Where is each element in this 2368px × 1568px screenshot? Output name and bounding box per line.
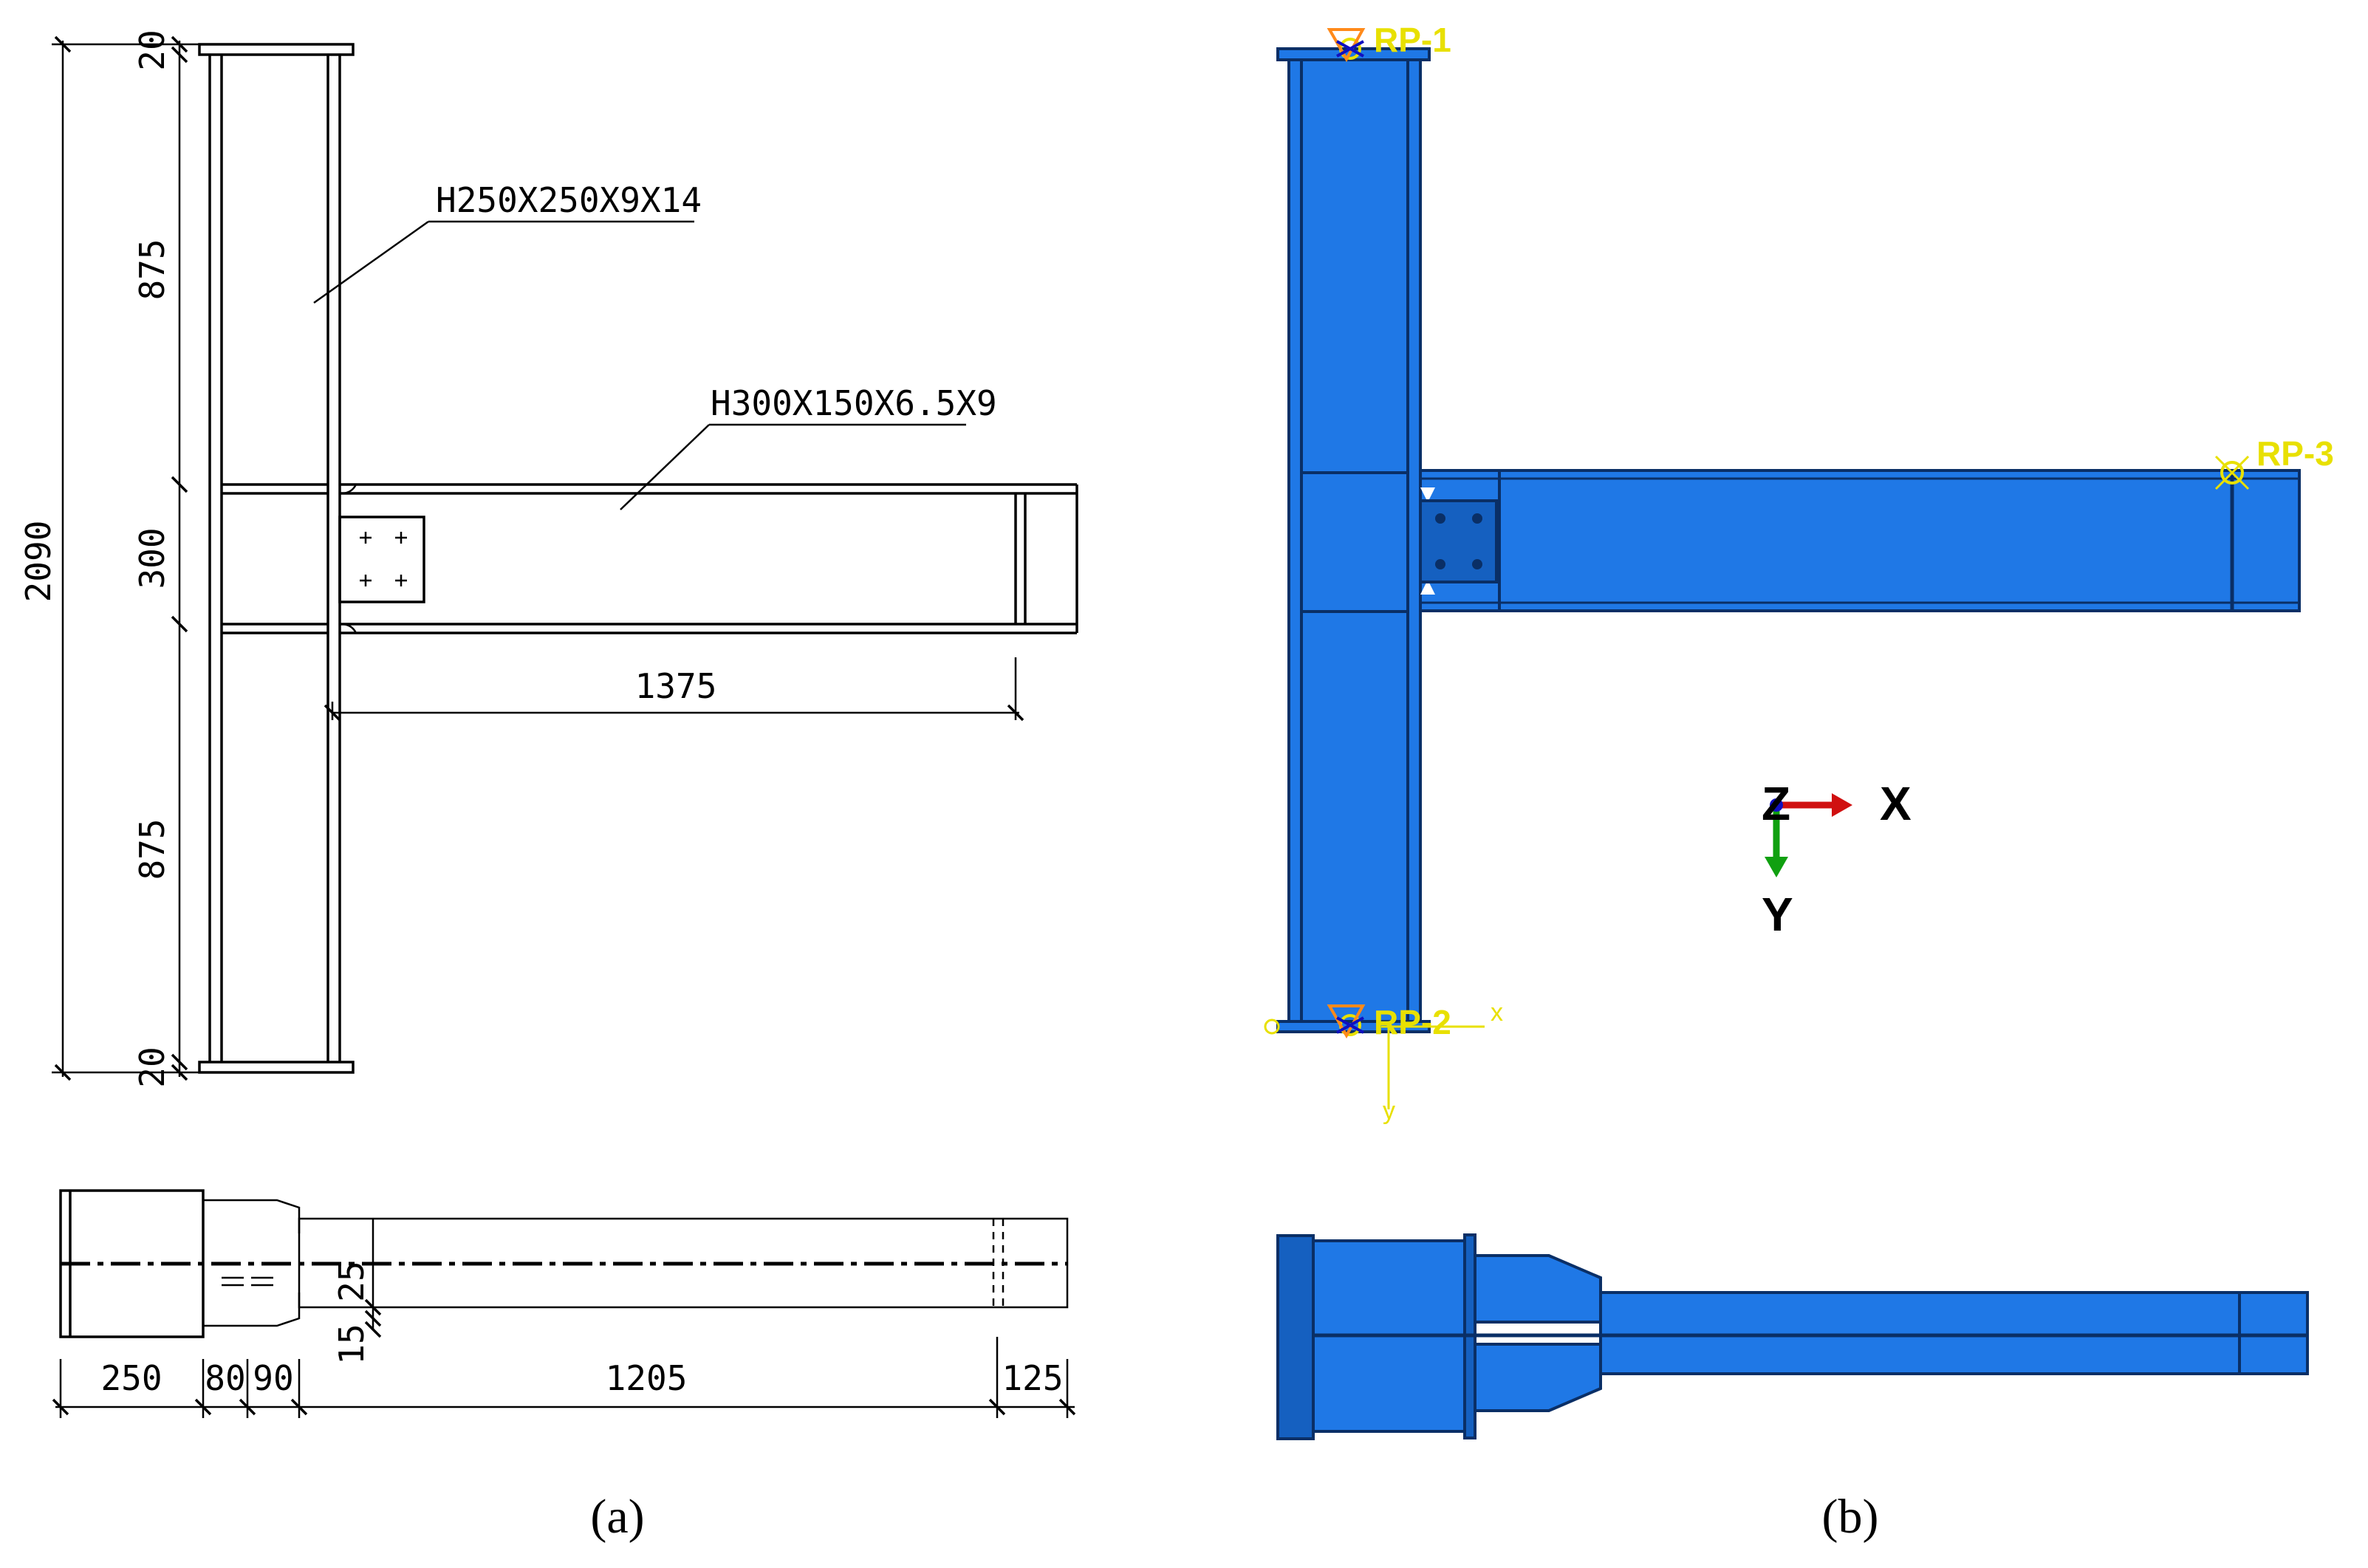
side-hidden-lines — [222, 1276, 281, 1287]
dim-bottom-plate: 20 — [132, 1047, 172, 1087]
dim-b6: 25 — [332, 1261, 372, 1301]
dim-top-plate: 20 — [132, 30, 172, 70]
column-leader — [313, 220, 429, 304]
dim-beam-depth: 300 — [132, 527, 172, 589]
axis-triad: Z X Y — [1762, 777, 1912, 941]
fe-side-connection-bottom — [1474, 1343, 1602, 1412]
fe-side-connection-top — [1474, 1254, 1602, 1324]
beam-leader — [620, 424, 710, 510]
dim-total-text: 2090 — [18, 521, 58, 603]
dim-bottom-ticks — [52, 1398, 1076, 1416]
rp3-marker: RP-3 — [2214, 434, 2334, 490]
dim-beam-length: 1375 — [635, 666, 717, 706]
dim-lower: 875 — [132, 818, 172, 880]
rp2-label: RP-2 — [1374, 1003, 1451, 1041]
axis-z-label: Z — [1762, 777, 1790, 830]
dim-b5: 125 — [1002, 1358, 1063, 1398]
dim-ticks-left — [54, 35, 188, 1081]
axis-x-label: X — [1880, 777, 1912, 830]
column-bottom-plate — [198, 1061, 355, 1074]
fe-side-beam — [1599, 1291, 2241, 1375]
caption-a: (a) — [590, 1490, 644, 1544]
dim-beam-ticks — [324, 704, 1024, 722]
fe-shear-tab — [1419, 499, 1498, 583]
dim-b7: 15 — [332, 1324, 372, 1364]
dim-bottom-ext — [59, 1337, 1069, 1418]
beam-section-label: H300X150X6.5X9 — [711, 383, 997, 423]
column-section-label: H250X250X9X14 — [436, 180, 702, 220]
column-top-plate — [198, 43, 355, 56]
rp1-label: RP-1 — [1374, 21, 1451, 59]
rp2-y-label: y — [1383, 1097, 1395, 1125]
rp3-label: RP-3 — [2256, 434, 2334, 473]
beam-cope-top — [341, 484, 357, 495]
axis-y-label: Y — [1762, 888, 1793, 941]
fe-column — [1287, 58, 1422, 1023]
dim-b2: 80 — [205, 1358, 245, 1398]
dim-b1: 250 — [100, 1358, 162, 1398]
dim-small-ticks — [364, 1298, 382, 1338]
dim-b3: 90 — [253, 1358, 293, 1398]
shear-tab — [338, 516, 425, 603]
dim-upper: 875 — [132, 239, 172, 300]
panel-a-drawing: H250X250X9X14 H300X150X6.5X9 2090 20 875… — [18, 30, 1078, 1544]
panel-b-model: RP-1 RP-2 x y RP-3 Z X Y — [1264, 21, 2334, 1544]
bolt-marks — [360, 532, 407, 586]
fe-beam — [1419, 469, 2301, 612]
rp1-marker: RP-1 — [1327, 21, 1451, 63]
caption-b: (b) — [1822, 1490, 1879, 1544]
rp2-x-label: x — [1491, 999, 1503, 1027]
beam-cope-bottom — [341, 623, 357, 634]
fe-side-plate — [1276, 1234, 1315, 1440]
fe-bolts — [1435, 513, 1482, 569]
fe-side-beam-end — [2238, 1291, 2309, 1375]
dim-b4: 1205 — [606, 1358, 688, 1398]
rp2-marker: RP-2 x y — [1264, 999, 1503, 1125]
